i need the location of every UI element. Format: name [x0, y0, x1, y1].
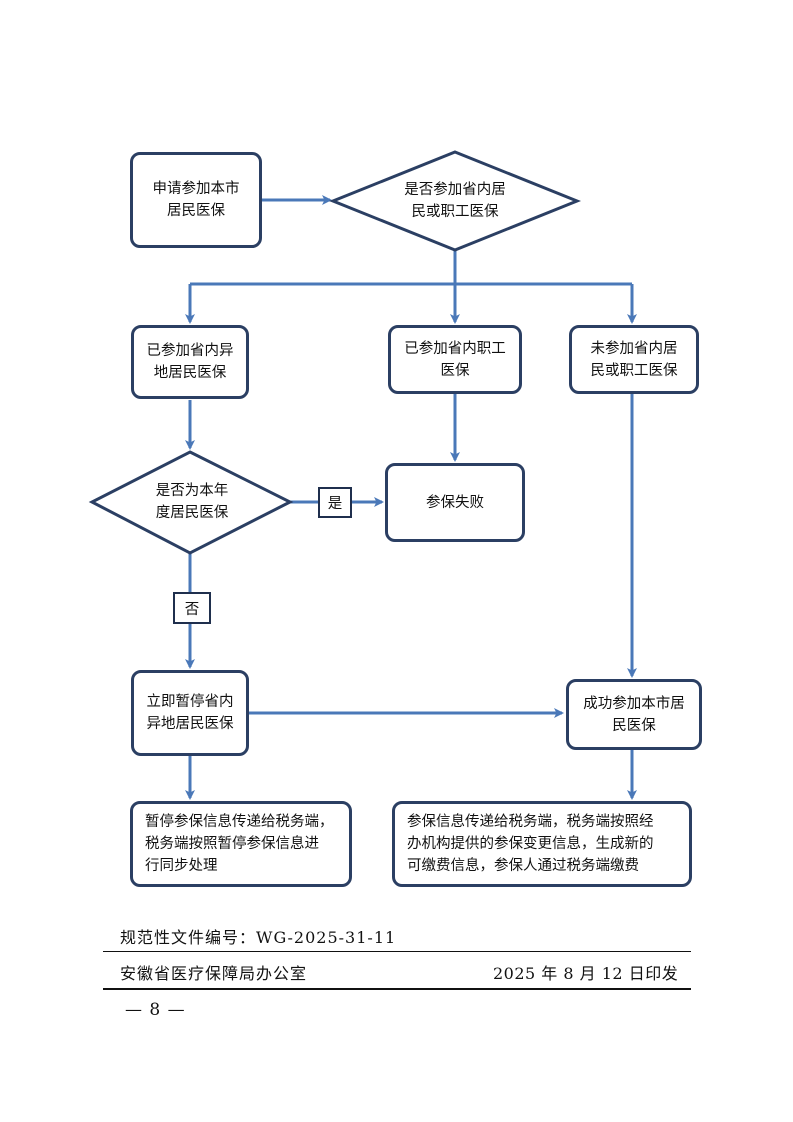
decision-check-enrolled-shape: [328, 150, 582, 252]
page-number: — 8 —: [125, 1000, 186, 1020]
divider-top: [103, 951, 691, 952]
document-number: 规范性文件编号：WG-2025-31-11: [120, 928, 397, 947]
node-fail: 参保失败: [385, 463, 525, 542]
divider-bottom: [103, 988, 691, 990]
decision-check-enrolled-text: 是否参加省内居 民或职工医保: [404, 182, 506, 220]
issuer: 安徽省医疗保障局办公室: [120, 964, 308, 983]
node-not-enrolled: 未参加省内居 民或职工医保: [569, 325, 699, 394]
decision-check-this-year-shape: [88, 450, 294, 555]
label-no: 否: [173, 592, 211, 624]
node-suspend: 立即暂停省内 异地居民医保: [131, 670, 249, 756]
node-pay: 参保信息传递给税务端，税务端按照经 办机构提供的参保变更信息，生成新的 可缴费信…: [392, 801, 692, 887]
decision-check-this-year-text: 是否为本年 度居民医保: [155, 483, 229, 521]
node-apply: 申请参加本市 居民医保: [130, 152, 262, 248]
node-employee: 已参加省内职工 医保: [388, 325, 522, 394]
node-other-region: 已参加省内异 地居民医保: [131, 325, 249, 399]
node-sync: 暂停参保信息传递给税务端， 税务端按照暂停参保信息进 行同步处理: [130, 801, 352, 887]
issue-date: 2025 年 8 月 12 日印发: [493, 964, 679, 983]
label-yes: 是: [318, 487, 352, 518]
node-success: 成功参加本市居 民医保: [566, 679, 702, 750]
